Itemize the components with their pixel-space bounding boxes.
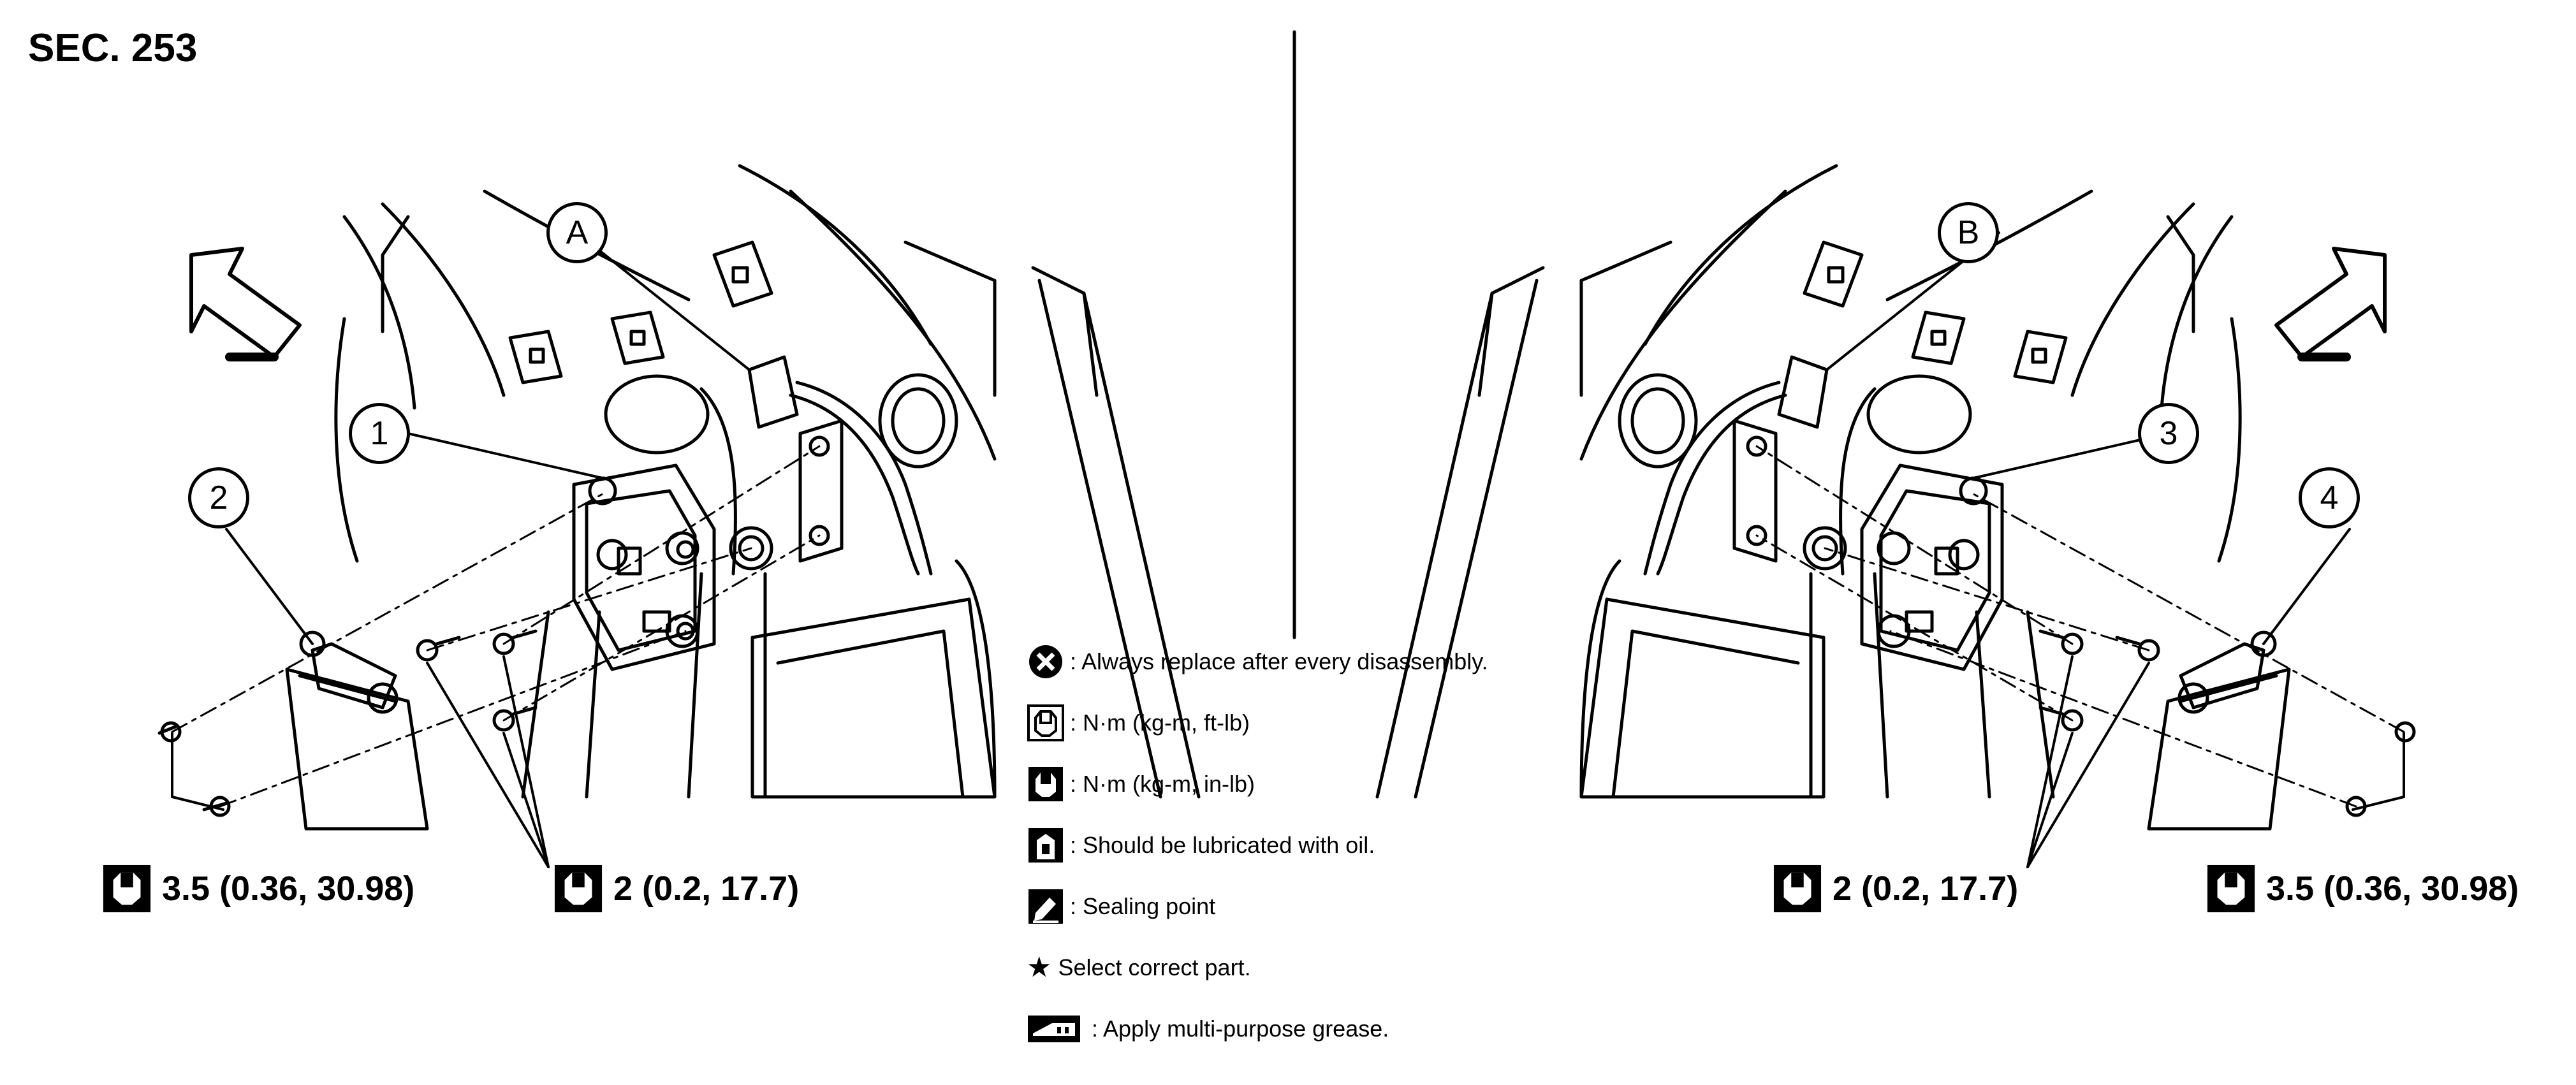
torque-inlb-icon <box>103 864 151 913</box>
torque-value: 3.5 (0.36, 30.98) <box>2266 870 2519 908</box>
section-title: SEC. 253 <box>28 26 198 70</box>
torque-inlb-icon <box>554 864 603 913</box>
callout-3: 3 <box>2138 403 2199 464</box>
torque-inlb-icon <box>1773 864 1822 913</box>
callout-4: 4 <box>2299 467 2360 528</box>
torque-value: 3.5 (0.36, 30.98) <box>162 870 415 908</box>
legend-item-select-part: ★ Select correct part. <box>1027 952 1251 983</box>
sealing-point-icon <box>1028 889 1063 924</box>
left-alignment-lines <box>171 445 821 808</box>
star-icon: ★ <box>1027 952 1052 983</box>
grease-icon <box>1028 1016 1080 1042</box>
torque-inlb-icon <box>1028 767 1063 801</box>
left-bolts <box>157 629 538 817</box>
left-brackets <box>508 240 773 455</box>
torque-spec-left-outer: 3.5 (0.36, 30.98) <box>102 864 414 914</box>
torque-inlb-icon <box>2207 864 2255 913</box>
torque-spec-right-outer: 3.5 (0.36, 30.98) <box>2206 864 2519 914</box>
torque-spec-left-inner: 2 (0.2, 17.7) <box>553 864 799 914</box>
legend-item-oil: : Should be lubricated with oil. <box>1027 815 1488 876</box>
symbol-legend: : Always replace after every disassembly… <box>1027 631 1488 1060</box>
left-harness <box>729 355 958 576</box>
torque-ftlb-icon <box>1027 704 1064 741</box>
callout-a: A <box>546 202 608 263</box>
legend-item-grease: : Apply multi-purpose grease. <box>1027 998 1488 1060</box>
legend-item-torque-inlb: : N·m (kg-m, in-lb) <box>1027 754 1488 815</box>
left-anchor <box>285 630 429 831</box>
oil-can-icon <box>1028 828 1063 863</box>
torque-value: 2 (0.2, 17.7) <box>613 870 800 908</box>
left-leaders <box>171 231 750 868</box>
right-assembly <box>1375 164 2416 868</box>
torque-spec-right-inner: 2 (0.2, 17.7) <box>1773 864 2018 914</box>
x-circle-icon <box>1029 645 1062 678</box>
callout-2: 2 <box>188 467 249 528</box>
left-front-arrow <box>189 247 302 361</box>
legend-item-replace: : Always replace after every disassembly… <box>1027 631 1488 692</box>
left-body-structure <box>334 164 1201 799</box>
legend-item-torque-ftlb: : N·m (kg-m, ft-lb) <box>1027 692 1488 754</box>
legend-item-sealing: : Sealing point <box>1027 876 1488 937</box>
torque-value: 2 (0.2, 17.7) <box>1833 870 2019 908</box>
callout-b: B <box>1938 202 1999 263</box>
callout-1: 1 <box>349 403 410 464</box>
